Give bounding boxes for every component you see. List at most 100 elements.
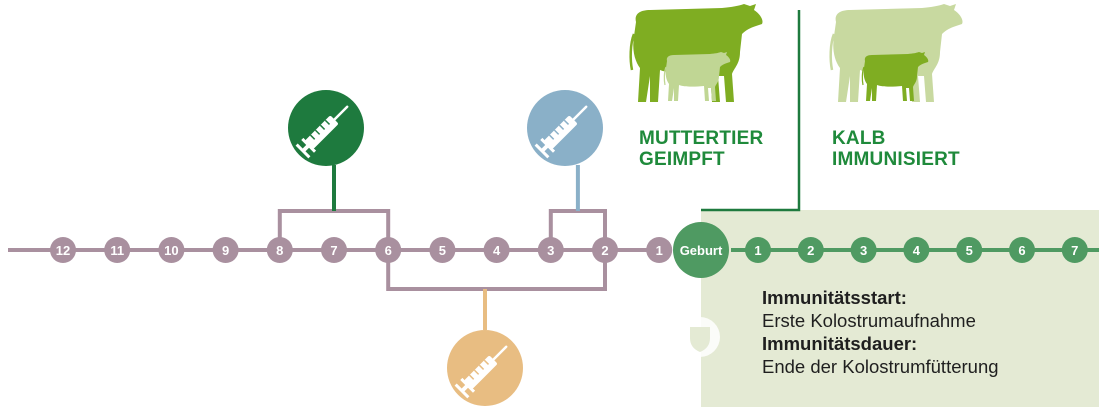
week-after-6: 6 bbox=[1009, 237, 1035, 263]
week-circle bbox=[158, 237, 185, 263]
syringe-needle bbox=[492, 345, 508, 361]
week-number: 5 bbox=[439, 243, 446, 258]
week-number: 4 bbox=[913, 243, 921, 258]
week-circle bbox=[375, 237, 402, 263]
week-number: 2 bbox=[807, 243, 814, 258]
week-number: 11 bbox=[110, 243, 124, 258]
week-after-5: 5 bbox=[956, 237, 983, 263]
week-number: 7 bbox=[330, 243, 337, 258]
syringe-needle bbox=[572, 105, 588, 121]
mother-label-line1: MUTTERTIER bbox=[639, 128, 764, 149]
syringe-tick bbox=[314, 129, 321, 135]
week-before-2: 2 bbox=[592, 237, 618, 263]
week-before-10: 10 bbox=[158, 237, 185, 263]
syringe-icon bbox=[454, 345, 508, 399]
week-circle bbox=[429, 237, 456, 263]
syringe-tick bbox=[468, 374, 475, 380]
calf-icon-highlight bbox=[861, 52, 929, 101]
syringe-tick bbox=[558, 124, 565, 130]
week-before-1: 1 bbox=[646, 237, 673, 263]
syringe-plunger-end bbox=[454, 383, 470, 399]
week-number: 5 bbox=[966, 243, 973, 258]
week-after-1: 1 bbox=[745, 237, 771, 263]
week-number: 4 bbox=[493, 243, 501, 258]
week-number: 10 bbox=[164, 243, 178, 258]
week-number: 6 bbox=[385, 243, 392, 258]
week-before-12: 12 bbox=[50, 237, 76, 263]
week-circle bbox=[483, 237, 510, 263]
cow-body bbox=[863, 52, 929, 101]
week-circle bbox=[537, 237, 564, 263]
cow-tail bbox=[861, 66, 865, 86]
week-number: 9 bbox=[222, 243, 229, 258]
cow-tail bbox=[829, 33, 836, 71]
week-circle bbox=[646, 237, 673, 263]
vaccine-blue bbox=[527, 90, 603, 166]
week-circle bbox=[50, 237, 76, 263]
week-before-5: 5 bbox=[429, 237, 456, 263]
week-number: 1 bbox=[656, 243, 663, 258]
syringe-plunger-end bbox=[295, 143, 311, 159]
week-circle bbox=[212, 237, 239, 263]
immunity-duration-title: Immunitätsdauer: bbox=[762, 333, 918, 354]
immunity-start-desc: Erste Kolostrumaufnahme bbox=[762, 310, 976, 331]
syringe-flange bbox=[301, 137, 317, 153]
vaccine-tan bbox=[447, 330, 523, 406]
week-before-7: 7 bbox=[321, 237, 347, 263]
syringe-barrel bbox=[464, 356, 497, 389]
cow-body bbox=[665, 52, 731, 101]
week-after-7: 7 bbox=[1061, 237, 1088, 263]
week-circle bbox=[797, 237, 824, 263]
week-before-11: 11 bbox=[104, 237, 131, 263]
week-circle bbox=[1009, 237, 1035, 263]
week-after-2: 2 bbox=[797, 237, 824, 263]
mother-label-line2: GEIMPFT bbox=[639, 149, 725, 170]
syringe-tick bbox=[319, 124, 326, 130]
mother-cow-icon bbox=[629, 4, 763, 102]
week-before-4: 4 bbox=[483, 237, 510, 263]
birth-circle bbox=[673, 222, 729, 278]
week-before-8: 8 bbox=[266, 237, 293, 263]
week-circle bbox=[1061, 237, 1088, 263]
bracket-tan bbox=[386, 250, 607, 291]
week-before-6: 6 bbox=[375, 237, 402, 263]
week-number: 2 bbox=[601, 243, 608, 258]
divider-line bbox=[701, 10, 801, 212]
mother-vaccinated-label: MUTTERTIER GEIMPFT bbox=[639, 128, 789, 170]
week-after-3: 3 bbox=[850, 237, 877, 263]
syringe-needle bbox=[333, 105, 349, 121]
syringe-tick bbox=[473, 369, 480, 375]
week-number: 3 bbox=[860, 243, 867, 258]
syringe-flange bbox=[540, 137, 556, 153]
week-after-4: 4 bbox=[903, 237, 930, 263]
syringe-plunger-end bbox=[534, 143, 550, 159]
cow-tail bbox=[663, 66, 667, 86]
cow-tail bbox=[629, 33, 636, 71]
week-before-3: 3 bbox=[537, 237, 564, 263]
immunity-start-title: Immunitätsstart: bbox=[762, 287, 907, 308]
birth-marker: Geburt bbox=[673, 222, 729, 278]
syringe-tick bbox=[309, 134, 316, 140]
week-circle bbox=[266, 237, 293, 263]
syringe-icon bbox=[295, 105, 349, 159]
cow-illustrations bbox=[629, 4, 963, 102]
syringe-tick bbox=[553, 129, 560, 135]
week-circle bbox=[956, 237, 983, 263]
cow-body bbox=[633, 4, 763, 102]
week-before-9: 9 bbox=[212, 237, 239, 263]
week-circle bbox=[321, 237, 347, 263]
syringe-tick bbox=[483, 359, 490, 365]
week-circle bbox=[592, 237, 618, 263]
week-circle bbox=[903, 237, 930, 263]
syringe-tick bbox=[563, 119, 570, 125]
week-number: 6 bbox=[1018, 243, 1025, 258]
week-number: 1 bbox=[754, 243, 761, 258]
calf-icon-small bbox=[663, 52, 731, 101]
week-circle bbox=[850, 237, 877, 263]
week-number: 12 bbox=[56, 243, 70, 258]
week-number: 3 bbox=[547, 243, 554, 258]
syringe-tick bbox=[324, 119, 331, 125]
week-circle bbox=[104, 237, 131, 263]
